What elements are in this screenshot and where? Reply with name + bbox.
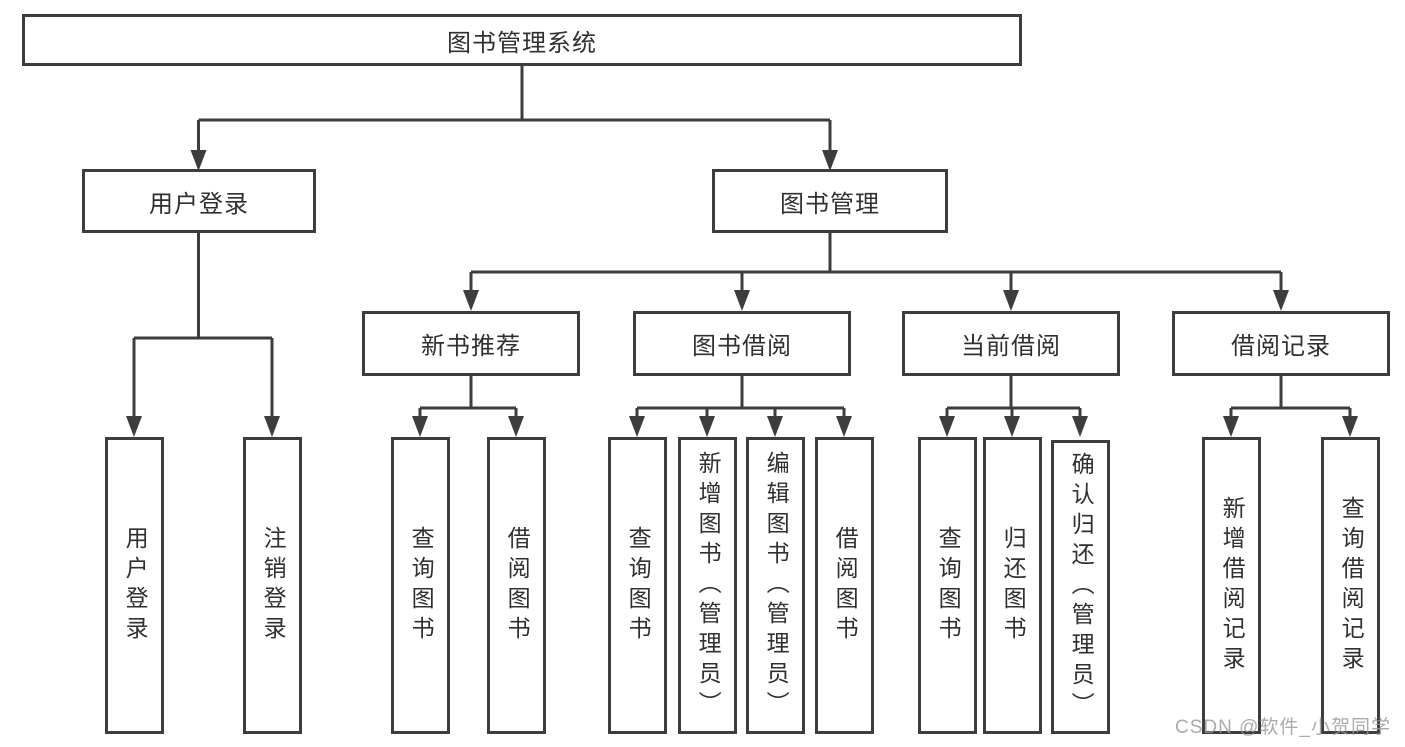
arrow-icon [412,416,428,437]
leaf-borrow-books-recommend-label: 借阅图书 [504,525,531,646]
arrow-icon [1342,416,1358,437]
leaf-query-books-recommend: 查询图书 [391,437,450,734]
node-user-login-label: 用户登录 [149,190,249,218]
leaf-edit-book-admin-label: 编辑图书（管理员） [763,450,790,721]
node-new-book-recommend: 新书推荐 [362,311,580,376]
node-library-system-label: 图书管理系统 [447,29,597,57]
arrow-icon [1273,290,1289,311]
arrowheads [126,150,1358,437]
arrow-icon [190,150,207,171]
connector-new-book-branch [418,376,518,424]
connector-root-to-level1 [197,66,832,158]
arrow-icon [508,416,524,437]
connector-book-borrow-branch [635,376,846,424]
arrow-icon [1072,416,1088,437]
leaf-logout: 注销登录 [243,437,302,734]
leaf-borrow-books-label: 借阅图书 [832,525,859,646]
leaf-query-borrow-record-label: 查询借阅记录 [1338,495,1365,676]
leaf-edit-book-admin: 编辑图书（管理员） [746,437,805,734]
leaf-confirm-return-admin-label: 确认归还（管理员） [1068,452,1095,722]
leaf-add-book-admin-label: 新增图书（管理员） [695,450,722,721]
arrow-icon [264,416,280,437]
node-book-borrow: 图书借阅 [633,311,851,376]
leaf-query-borrow-record: 查询借阅记录 [1321,437,1380,734]
arrow-icon [699,416,715,437]
arrow-icon [836,416,852,437]
leaf-return-book-label: 归还图书 [1000,525,1027,646]
arrow-icon [939,416,955,437]
leaf-user-login: 用户登录 [105,437,164,734]
csdn-watermark: CSDN @软件_小贺同学 [1175,717,1391,738]
node-book-management-label: 图书管理 [780,190,880,218]
node-user-login: 用户登录 [82,169,316,233]
leaf-query-books-borrow: 查询图书 [608,437,667,734]
leaf-query-books-current-label: 查询图书 [935,525,962,646]
node-new-book-recommend-label: 新书推荐 [421,333,521,360]
arrow-icon [1223,416,1239,437]
node-current-borrow: 当前借阅 [902,311,1120,376]
leaf-borrow-books: 借阅图书 [815,437,874,734]
leaf-query-books-current: 查询图书 [918,437,977,734]
leaf-query-books-recommend-label: 查询图书 [408,525,435,646]
arrow-icon [629,416,645,437]
leaf-user-login-label: 用户登录 [122,525,149,646]
node-current-borrow-label: 当前借阅 [961,333,1061,360]
leaf-add-book-admin: 新增图书（管理员） [678,437,737,734]
connector-book-management-branch [469,233,1283,298]
node-borrow-records-label: 借阅记录 [1231,333,1331,360]
arrow-icon [1003,290,1019,311]
connector-borrow-record-branch [1229,376,1352,424]
arrow-icon [734,290,750,311]
node-borrow-records: 借阅记录 [1172,311,1390,376]
node-book-borrow-label: 图书借阅 [692,333,792,360]
node-library-system: 图书管理系统 [22,14,1022,66]
leaf-query-books-borrow-label: 查询图书 [625,525,652,646]
arrow-icon [1004,416,1020,437]
node-book-management: 图书管理 [712,169,948,233]
arrow-icon [767,416,783,437]
connector-user-login-branch [132,233,274,424]
leaf-return-book: 归还图书 [983,437,1042,734]
leaf-logout-label: 注销登录 [260,525,287,646]
leaf-add-borrow-record: 新增借阅记录 [1202,437,1261,734]
leaf-add-borrow-record-label: 新增借阅记录 [1219,495,1246,676]
leaf-borrow-books-recommend: 借阅图书 [487,437,546,734]
leaf-confirm-return-admin: 确认归还（管理员） [1051,440,1110,734]
arrow-icon [822,150,838,171]
arrow-icon [126,416,142,437]
arrow-icon [463,290,479,311]
